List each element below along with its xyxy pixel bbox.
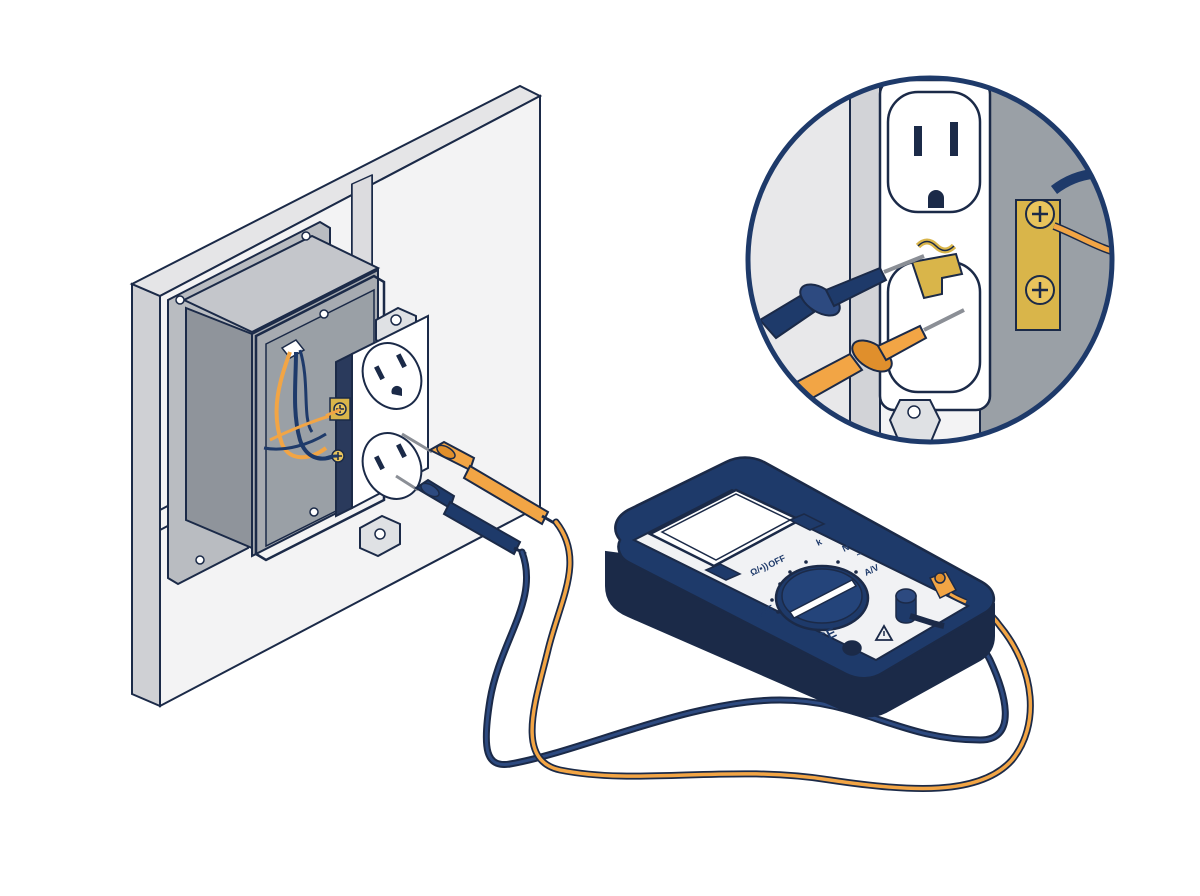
ce-mark: CE	[814, 624, 838, 647]
jack-black-plug	[895, 588, 945, 629]
multimeter: OFF Ω/▪)) OFF k N ~ A/V CE	[605, 456, 995, 718]
zoom-inset	[745, 75, 1115, 445]
jack-red-plug	[928, 571, 968, 605]
dial-label-mark-c: ~	[854, 549, 863, 560]
probe-black	[395, 474, 527, 556]
test-leads	[482, 518, 1034, 793]
dial-label-mark-a: k	[814, 536, 824, 548]
probe-red	[401, 432, 557, 526]
dial-label-mark-b: N	[840, 542, 850, 554]
warning-triangle-icon	[874, 624, 894, 641]
inset-probe-black	[758, 254, 925, 340]
outlet-main	[325, 306, 429, 558]
jack-common	[842, 640, 862, 656]
